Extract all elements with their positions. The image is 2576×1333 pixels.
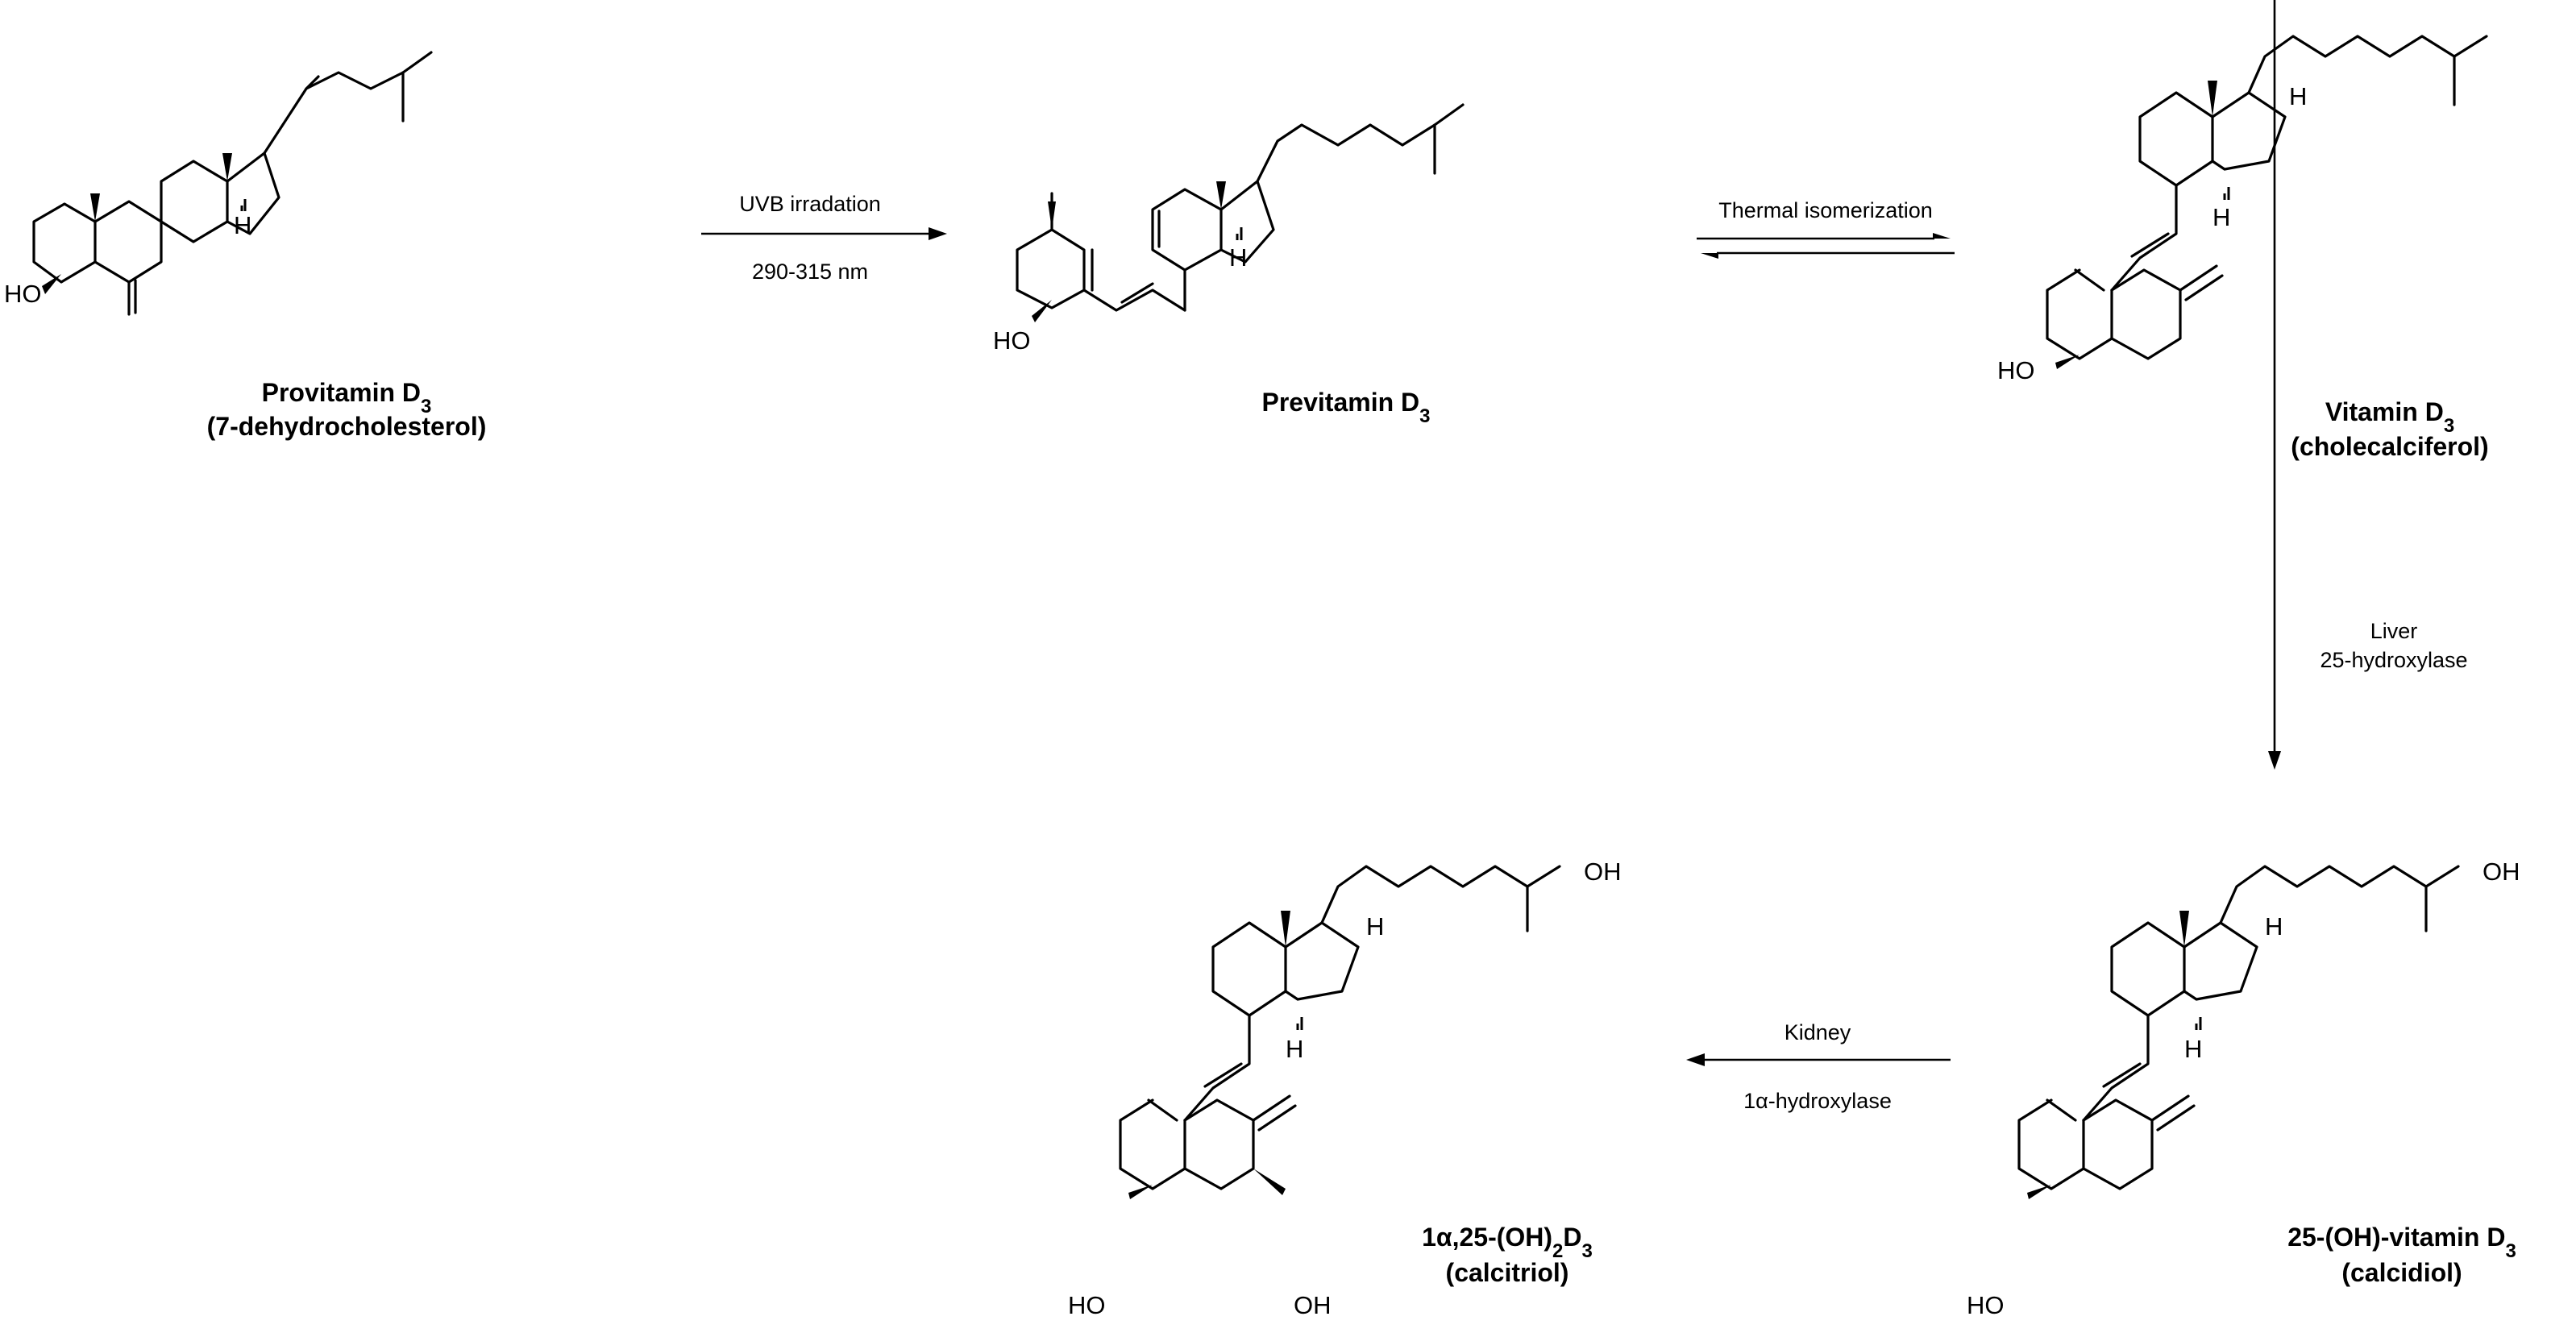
liver-arrow-label-2: 25-hydroxylase: [2320, 648, 2467, 672]
provitamin-h-atom: H: [234, 211, 251, 239]
calcitriol-h-atom-2: H: [1366, 912, 1384, 941]
liver-arrow-label-1: Liver: [2370, 619, 2418, 643]
calcidiol-alt-name: (calcidiol): [2341, 1258, 2462, 1287]
previtamin-d3-structure: H HO: [993, 103, 1465, 355]
thermal-equilibrium-arrows: [1697, 233, 1955, 259]
vitamin-ho-group: HO: [1997, 356, 2035, 384]
provitamin-ho-group: HO: [4, 280, 42, 308]
calcitriol-label: 1α,25-(OH)2D3: [1422, 1223, 1593, 1262]
vitamin-h-atom-2: H: [2289, 82, 2307, 110]
calcitriol-ho-group: HO: [1068, 1291, 1106, 1319]
vitamin-h-atom-1: H: [2212, 203, 2230, 231]
kidney-arrow-bottom-label: 1α-hydroxylase: [1743, 1089, 1892, 1113]
calcitriol-h-atom-1: H: [1286, 1035, 1303, 1063]
previtamin-h-atom: H: [1229, 243, 1247, 272]
uvb-arrow-top-label: UVB irradation: [739, 192, 881, 216]
thermal-arrow-label: Thermal isomerization: [1718, 198, 1933, 222]
vitamin-d3-structure: H H HO: [1997, 35, 2488, 384]
vitamin-d3-label: Vitamin D3: [2325, 397, 2454, 437]
calcidiol-h-atom-2: H: [2265, 912, 2283, 941]
uvb-arrow-bottom-label: 290-315 nm: [752, 260, 868, 284]
vitamin-d3-alt-name: (cholecalciferol): [2291, 432, 2488, 461]
calcitriol-structure: H H OH HO OH: [1068, 858, 1622, 1319]
previtamin-d3-label: Previtamin D3: [1262, 388, 1431, 427]
calcitriol-oh-group: OH: [1584, 858, 1622, 886]
kidney-arrow: [1686, 1053, 1951, 1066]
calcidiol-label: 25-(OH)-vitamin D3: [2287, 1223, 2516, 1262]
previtamin-ho-group: HO: [993, 326, 1031, 355]
provitamin-d3-label: Provitamin D3: [262, 378, 432, 417]
calcitriol-oh-group-2: OH: [1294, 1291, 1332, 1319]
calcidiol-structure: H H OH HO: [1967, 858, 2520, 1319]
calcidiol-oh-group: OH: [2483, 858, 2520, 886]
uvb-arrow: [701, 227, 947, 240]
calcidiol-ho-group: HO: [1967, 1291, 2005, 1319]
provitamin-d3-structure: H HO: [4, 51, 433, 316]
liver-arrow: [2268, 0, 2281, 770]
provitamin-d3-alt-name: (7-dehydrocholesterol): [207, 412, 487, 441]
calcitriol-alt-name: (calcitriol): [1446, 1258, 1569, 1287]
calcidiol-h-atom-1: H: [2184, 1035, 2202, 1063]
kidney-arrow-top-label: Kidney: [1785, 1020, 1851, 1044]
